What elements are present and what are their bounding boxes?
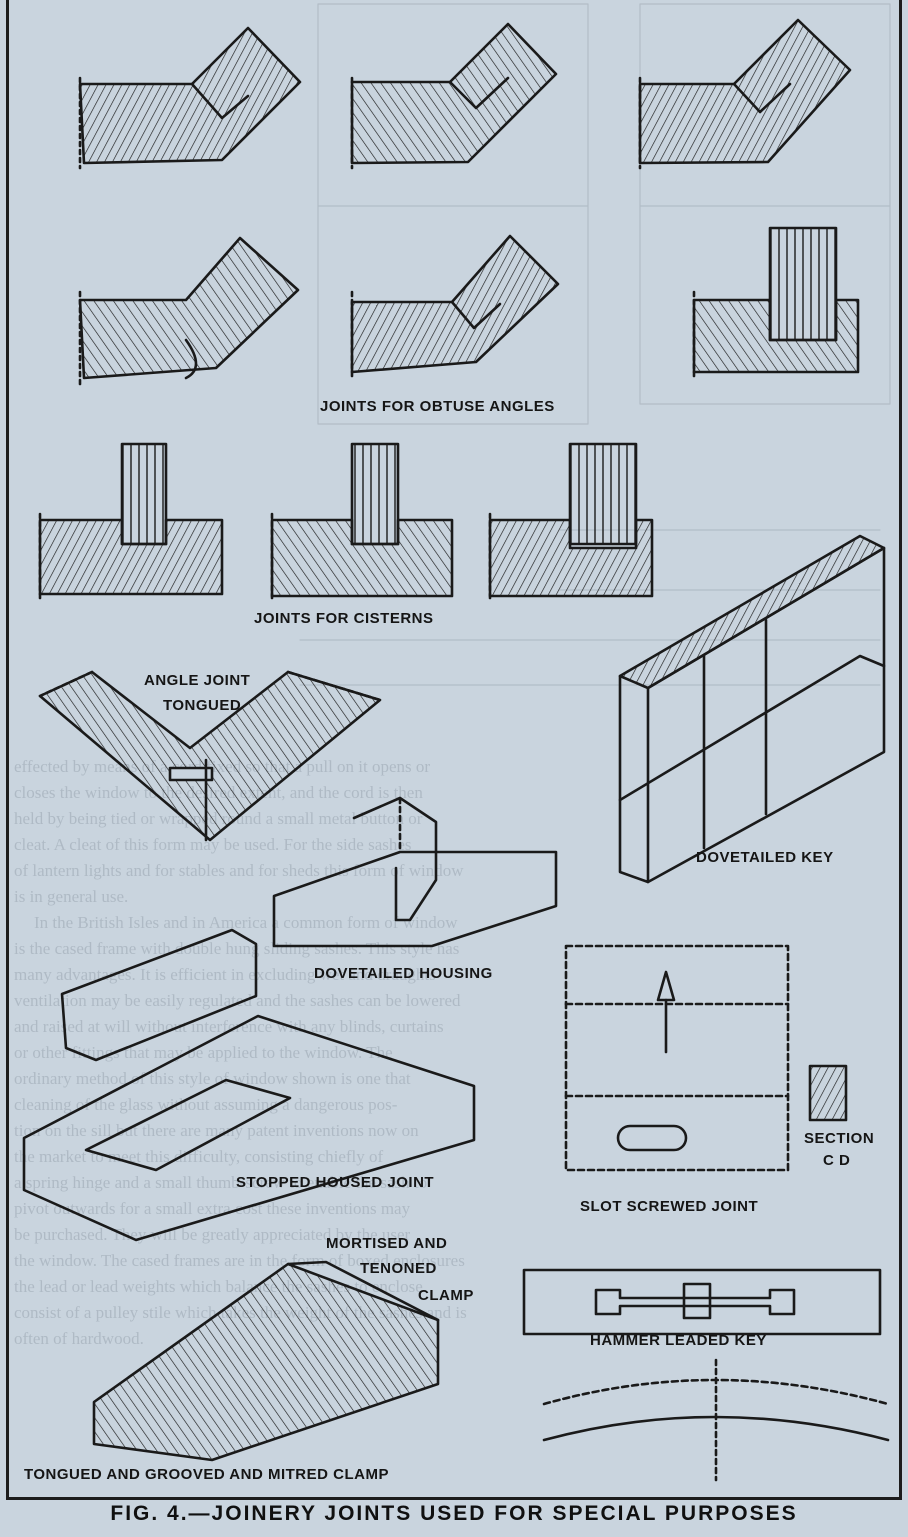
figure-frame [6, 0, 902, 1500]
ghost-line: often of hardwood. [14, 1329, 144, 1348]
ghost-line: is the cased frame with double hung slid… [14, 939, 460, 958]
label-tongued: TONGUED [163, 697, 242, 714]
obtuse-joint-1 [78, 26, 302, 170]
ghost-line: and raised at will without interference … [14, 1017, 444, 1036]
ghost-line: a spring hinge and a small thumb-screw t… [14, 1173, 428, 1192]
label-clamp: CLAMP [418, 1287, 474, 1304]
obtuse-joint-3 [638, 18, 852, 170]
label-section-cd: C D [823, 1152, 851, 1169]
obtuse-joint-4 [78, 236, 300, 386]
obtuse-joint-2 [350, 22, 558, 170]
label-slot-screwed-joint: SLOT SCREWED JOINT [580, 1198, 759, 1215]
ghost-line: ventilation may be easily regulated and … [14, 991, 461, 1010]
ghost-line: cleat. A cleat of this form may be used.… [14, 835, 412, 854]
ghost-line: In the British Isles and in America a co… [34, 913, 458, 932]
hammer-leaded-key [522, 1268, 890, 1482]
label-stopped-housed-joint: STOPPED HOUSED JOINT [236, 1174, 435, 1191]
cistern-joint-1 [38, 442, 224, 602]
cistern-joint-2 [270, 442, 454, 604]
label-dovetailed-key: DOVETAILED KEY [696, 849, 834, 866]
label-angle-joint: ANGLE JOINT [144, 672, 251, 689]
label-section: SECTION [804, 1130, 875, 1147]
cistern-joint-3 [488, 442, 654, 604]
ghost-line: cleaning of the glass without assuming a… [14, 1095, 398, 1114]
slot-screwed-joint [564, 944, 848, 1172]
ghost-line: the window. The cased frames are in the … [14, 1251, 465, 1270]
ghost-line: or other fittings that may be applied to… [14, 1043, 393, 1062]
label-obtuse-angles: JOINTS FOR OBTUSE ANGLES [320, 398, 555, 415]
ghost-line: of lantern lights and for stables and fo… [14, 861, 464, 880]
label-cisterns: JOINTS FOR CISTERNS [254, 610, 434, 627]
obtuse-joint-6 [692, 226, 860, 382]
label-hammer-leaded-key: HAMMER LEADED KEY [590, 1332, 767, 1349]
stopped-housed-joint [22, 928, 476, 1242]
label-tongued-grooved-mitred-clamp: TONGUED AND GROOVED AND MITRED CLAMP [24, 1466, 389, 1483]
ghost-line: ordinary method of this style of window … [14, 1069, 411, 1088]
dovetailed-housing [272, 796, 558, 948]
ghost-line: the market to meet this difficulty, cons… [14, 1147, 384, 1166]
ghost-drawing [299, 3, 891, 686]
dovetailed-key [618, 534, 886, 884]
ghost-line: many advantages. It is efficient in excl… [14, 965, 436, 984]
label-mortised-and: MORTISED AND [326, 1235, 448, 1252]
angle-joint-tongued [38, 670, 382, 842]
label-tenoned: TENONED [360, 1260, 437, 1277]
obtuse-joint-5 [350, 234, 560, 382]
figure-caption: FIG. 4.—JOINERY JOINTS USED FOR SPECIAL … [110, 1502, 798, 1525]
ghost-line: pivot outwards for a small extra cost th… [14, 1199, 411, 1218]
tongued-grooved-mitred-clamp [92, 1260, 440, 1462]
ghost-line: is in general use. [14, 887, 129, 906]
label-dovetailed-housing: DOVETAILED HOUSING [314, 965, 493, 982]
